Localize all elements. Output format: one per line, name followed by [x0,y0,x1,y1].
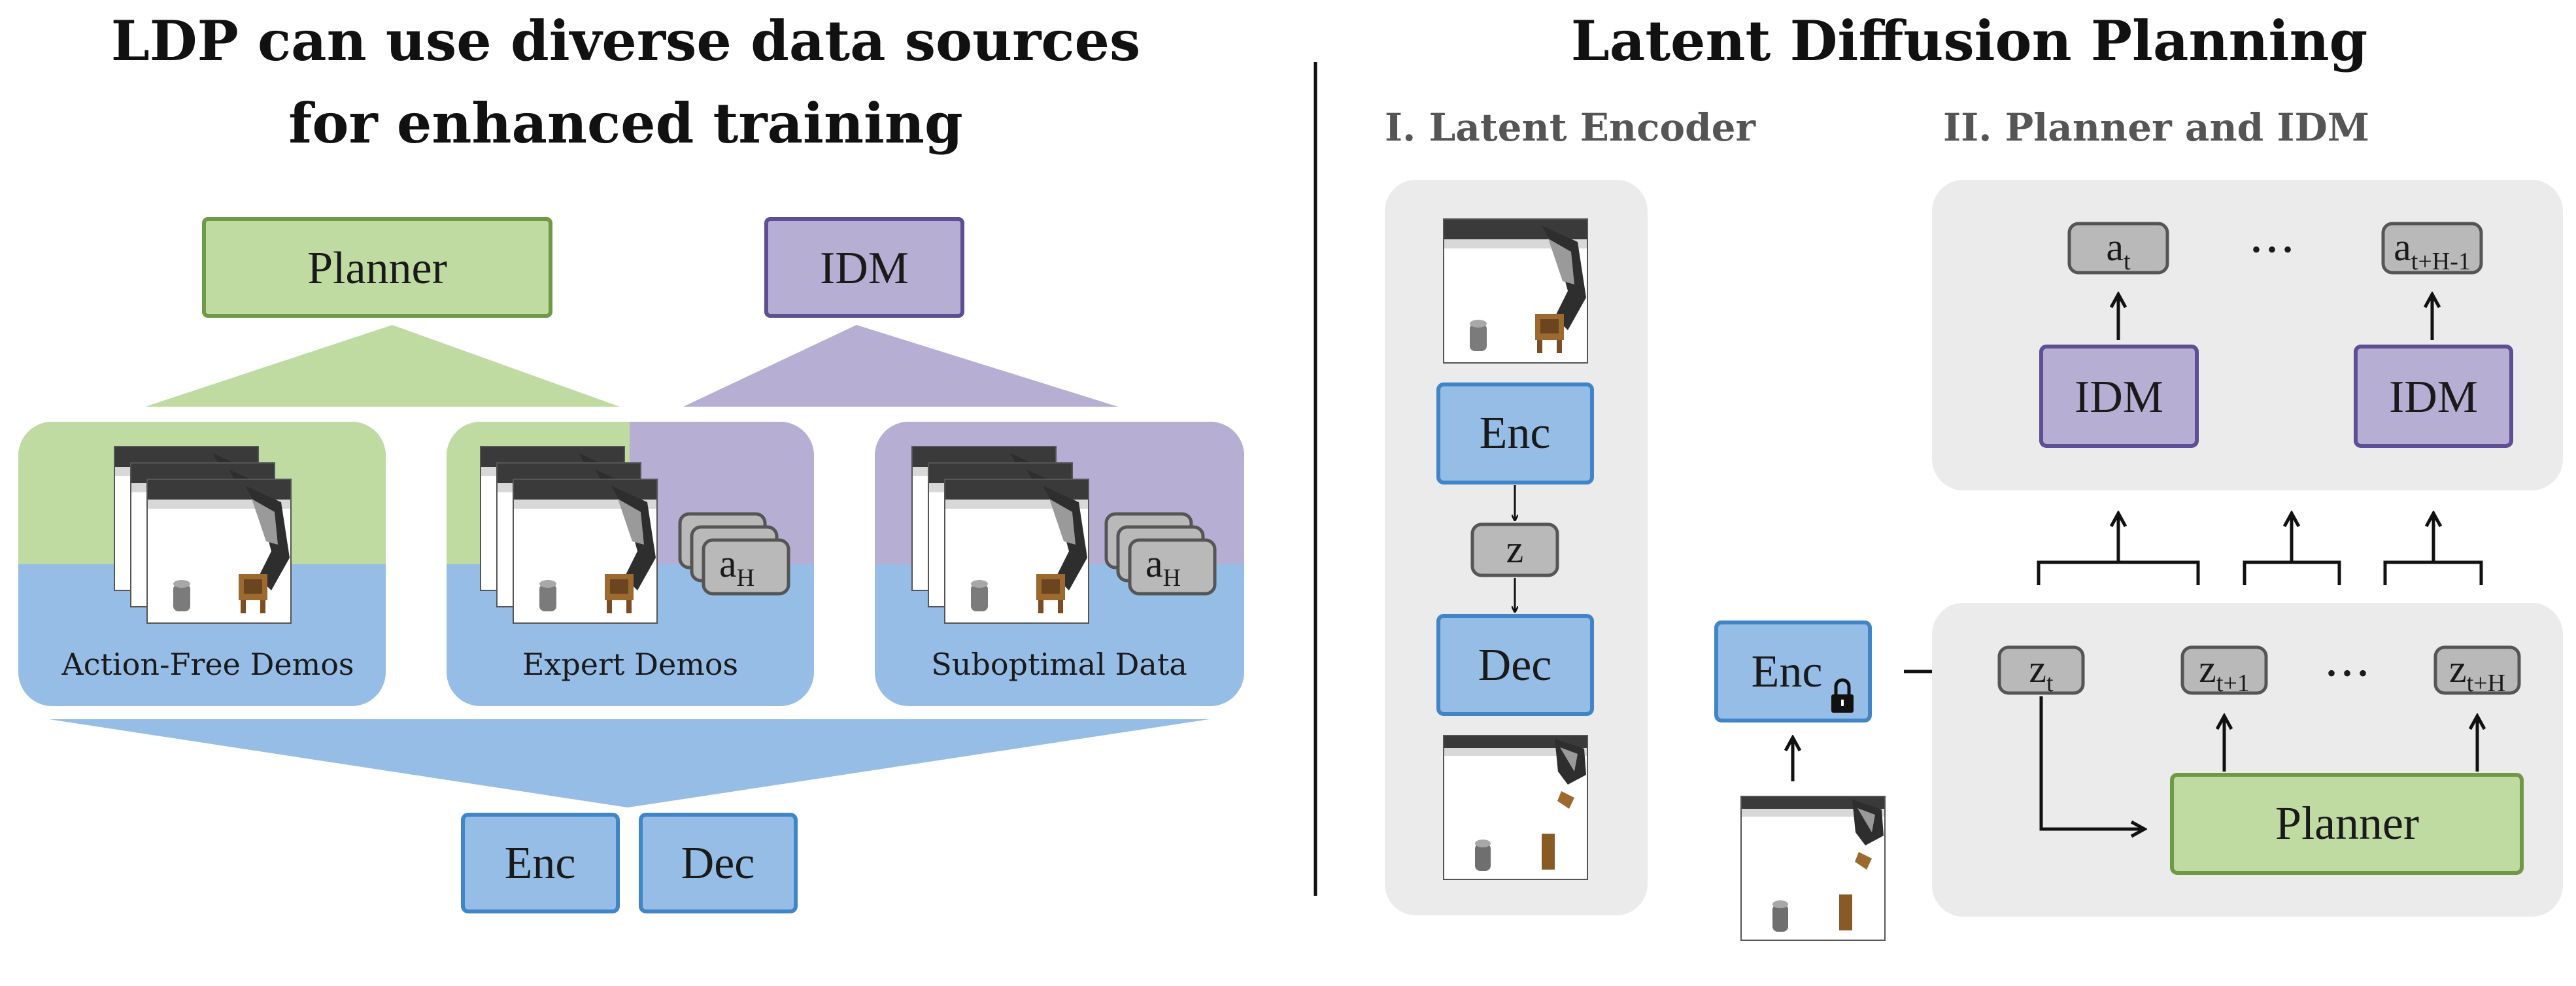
planner-spread-triangle [145,325,620,407]
idm-panel: at • • • at+H-1 IDM IDM [1932,180,2563,490]
action-main: a [1145,542,1163,585]
right-title: Latent Diffusion Planning [1571,8,2368,73]
left-dec-box: Dec [639,813,798,913]
section2-title: II. Planner and IDM [1943,105,2369,150]
latent-token-first [1997,645,2085,695]
idm-label-first: IDM [2075,372,2163,422]
encoder-funnel [49,719,1210,808]
latent-first-sub: t [2046,670,2054,697]
right-planner-label: Planner [2275,797,2419,849]
input-observation-image [1443,218,1588,364]
frozen-enc-box: Enc [1714,620,1872,722]
source-card-action-free: Action-Free Demos [18,422,386,706]
svg-text:aH: aH [719,542,754,592]
panel-enc-box [1436,382,1594,484]
action-last-main: a [2394,226,2411,269]
action-last-sub: t+H-1 [2411,248,2471,275]
idm-box-first [2039,345,2199,448]
reconstructed-observation-image [1443,735,1588,880]
svg-text:at+H-1: at+H-1 [2394,226,2471,275]
svg-text:zt+1: zt+1 [2199,647,2250,697]
latent-last-sub: t+H [2467,670,2505,697]
pair-brackets [2037,513,2483,585]
left-title-line2: for enhanced training [288,91,963,156]
frame-image [146,479,292,624]
frame-image [513,479,658,624]
svg-text:at: at [2106,226,2131,275]
action-token-last [2381,222,2483,275]
source-caption: Suboptimal Data [931,647,1187,682]
left-dec-label: Dec [681,838,755,889]
latent-last-main: z [2449,647,2467,690]
right-planner-box [2170,773,2524,875]
left-enc-box: Enc [461,813,620,913]
left-enc-label: Enc [505,838,576,889]
idm-label-last: IDM [2389,372,2478,422]
latent-ellipsis: • • • [2327,658,2367,688]
idm-box-last [2354,345,2513,448]
action-first-sub: t [2124,248,2131,275]
idm-spread-triangle [683,325,1118,407]
panel-enc-label: Enc [1480,408,1551,458]
svg-text:aH: aH [1145,542,1181,592]
action-stack: aH [1104,512,1217,596]
source-card-suboptimal: aH Suboptimal Data [875,422,1244,706]
panel-dec-box [1436,614,1594,716]
action-token-first [2067,222,2169,275]
action-sub: H [737,564,754,592]
panel-z-token [1470,522,1559,577]
left-idm-box: IDM [764,217,964,318]
latent-encoder-panel: Enc z Dec [1385,180,1648,915]
action-main: a [719,542,737,585]
action-ellipsis: • • • [2252,235,2292,264]
lock-icon [1831,678,1854,713]
latent-token-last [2433,645,2521,695]
current-observation-image [1740,796,1886,941]
latent-second-main: z [2199,647,2216,690]
frozen-enc-label: Enc [1752,647,1823,697]
svg-text:zt+H: zt+H [2449,647,2505,697]
latent-second-sub: t+1 [2216,670,2250,697]
action-first-main: a [2106,226,2124,269]
section1-title: I. Latent Encoder [1385,105,1757,150]
panel-z-label: z [1506,528,1524,571]
action-sub: H [1163,564,1181,592]
left-planner-label: Planner [307,243,447,294]
left-planner-box: Planner [202,217,552,318]
source-caption: Expert Demos [522,647,738,682]
planner-panel: zt zt+1 • • • zt+H Planner [1932,603,2563,917]
action-stack: aH [678,512,790,596]
latent-token-second [2180,645,2268,695]
left-title-line1: LDP can use diverse data sources [111,8,1141,73]
latent-to-planner-arrow [2039,696,2144,829]
source-card-expert: aH Expert Demos [447,422,814,706]
frame-image [944,479,1089,624]
latent-first-main: z [2029,647,2046,690]
left-idm-label: IDM [820,243,909,294]
panel-dec-label: Dec [1478,640,1552,690]
source-caption: Action-Free Demos [61,647,354,682]
svg-text:zt: zt [2029,647,2054,697]
